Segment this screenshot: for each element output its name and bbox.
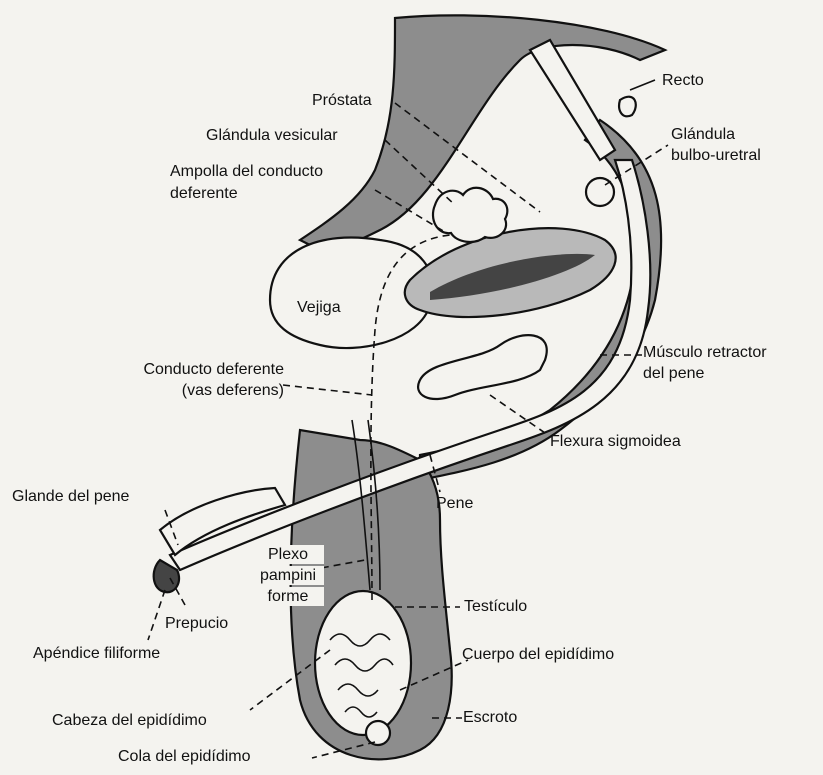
label-musculo-1: Músculo retractor (643, 343, 767, 362)
label-cuerpo-epididimo: Cuerpo del epidídimo (462, 645, 614, 664)
label-pene: Pene (436, 494, 473, 513)
label-conducto-1: Conducto deferente (72, 360, 284, 379)
rectum (530, 40, 615, 160)
label-bulbo-uretral-2: bulbo-uretral (671, 146, 761, 165)
label-vejiga: Vejiga (295, 298, 343, 317)
label-musculo-2: del pene (643, 364, 704, 383)
leader-conducto (283, 385, 372, 395)
label-cola-epididimo: Cola del epidídimo (118, 747, 251, 766)
label-plexo-3: forme (252, 587, 324, 606)
label-bulbo-uretral-1: Glándula (671, 125, 735, 144)
label-plexo-2: pampini (252, 566, 324, 585)
sigmoid-flexure (418, 335, 547, 399)
label-prepucio: Prepucio (165, 614, 228, 633)
leader-recto (630, 80, 655, 90)
label-prostata: Próstata (312, 91, 372, 110)
label-conducto-2: (vas deferens) (72, 381, 284, 400)
label-cabeza-epididimo: Cabeza del epidídimo (52, 711, 207, 730)
label-testiculo: Testículo (464, 597, 527, 616)
label-glandula-vesicular: Glándula vesicular (206, 126, 338, 145)
label-ampolla-1: Ampolla del conducto (170, 162, 323, 181)
label-flexura: Flexura sigmoidea (550, 432, 681, 451)
label-escroto: Escroto (463, 708, 517, 727)
label-apendice: Apéndice filiforme (33, 644, 160, 663)
label-plexo-1: Plexo (252, 545, 324, 564)
leader-apendice (148, 590, 165, 640)
epididymis-tail (366, 721, 390, 745)
label-recto: Recto (662, 71, 704, 90)
rectum-end (619, 97, 636, 117)
label-glande: Glande del pene (12, 487, 129, 506)
vesicular-gland (433, 188, 507, 242)
label-ampolla-2: deferente (170, 184, 238, 203)
